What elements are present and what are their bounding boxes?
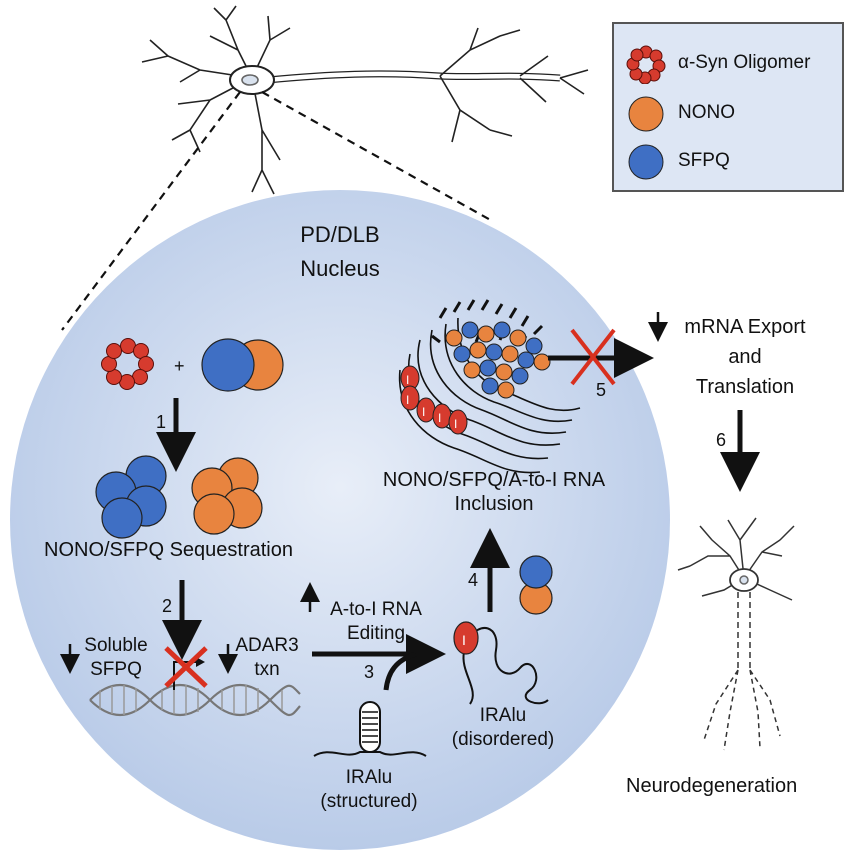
label-adar3-line1: ADAR3 xyxy=(235,635,299,656)
zoom-line-right xyxy=(261,91,495,223)
legend-box: α-Syn Oligomer NONO SFPQ xyxy=(612,22,844,192)
legend-label-oligomer: α-Syn Oligomer xyxy=(678,52,811,73)
dna-helix-icon xyxy=(89,684,301,717)
nono-circle-icon xyxy=(628,96,664,132)
nucleus-title-line1: PD/DLB xyxy=(300,222,380,247)
arrow-step-3-branch xyxy=(383,651,417,691)
nono-sfpq-stack-icon xyxy=(519,555,553,615)
promoter-arrowhead xyxy=(196,657,205,667)
label-editing-line1: A-to-I RNA xyxy=(330,599,422,620)
zoom-line-left xyxy=(61,91,241,331)
oligomer-icon xyxy=(101,338,154,390)
label-inclusion: NONO/SFPQ/A-to-I RNA Inclusion xyxy=(356,468,632,516)
inosine-label: I xyxy=(454,417,458,431)
nono-sfpq-pair-icon xyxy=(201,338,284,392)
label-iralu-disordered-line1: IRAlu xyxy=(479,705,527,726)
label-mrna-line3: Translation xyxy=(695,376,795,398)
legend-item-oligomer: α-Syn Oligomer xyxy=(622,44,842,84)
step-number-3: 3 xyxy=(364,662,375,682)
sfpq-circle-icon xyxy=(628,144,664,180)
label-inclusion-line2: Inclusion xyxy=(454,493,534,515)
label-soluble-line1: Soluble xyxy=(84,635,148,656)
label-iralu-structured: IRAlu (structured) xyxy=(294,766,444,814)
legend-label-nono: NONO xyxy=(678,102,735,123)
label-soluble-line2: SFPQ xyxy=(90,659,142,680)
neuron-degenerating-icon xyxy=(677,517,795,751)
label-inclusion-line1: NONO/SFPQ/A-to-I RNA xyxy=(382,469,606,491)
sfpq-cluster-icon xyxy=(95,455,167,539)
inclusion-body-icon xyxy=(398,299,581,474)
neuron-healthy-icon xyxy=(141,5,589,195)
oligomer-icon xyxy=(626,45,666,84)
label-iralu-disordered-line2: (disordered) xyxy=(451,729,555,750)
label-iralu-structured-line1: IRAlu xyxy=(345,767,393,788)
label-adar3-line2: txn xyxy=(254,659,280,680)
label-mrna-line2: and xyxy=(728,346,762,368)
inhibition-cross-icon xyxy=(570,328,616,386)
iralu-disordered-icon xyxy=(462,627,549,705)
label-iralu-structured-line2: (structured) xyxy=(320,791,418,812)
label-mrna-line1: mRNA Export xyxy=(684,316,806,338)
label-editing: A-to-I RNA Editing xyxy=(316,598,436,646)
inosine-label: I xyxy=(422,405,426,419)
step-number-5: 5 xyxy=(596,380,607,400)
inosine-label: I xyxy=(462,632,466,648)
label-adar3-txn: ADAR3 txn xyxy=(232,634,302,682)
inhibition-cross-icon xyxy=(164,646,208,688)
inosine-marker xyxy=(453,621,479,655)
inosine-label: I xyxy=(406,373,410,387)
label-sequestration: NONO/SFPQ Sequestration xyxy=(44,539,293,561)
step-number-1: 1 xyxy=(156,412,167,432)
nucleus-title-line2: Nucleus xyxy=(300,256,380,281)
plus-sign: + xyxy=(174,356,185,376)
legend-item-sfpq: SFPQ xyxy=(622,142,842,182)
label-iralu-disordered: IRAlu (disordered) xyxy=(428,704,578,752)
step-number-2: 2 xyxy=(162,596,173,616)
nucleus-title: PD/DLB Nucleus xyxy=(270,218,410,286)
legend-label-sfpq: SFPQ xyxy=(678,150,730,171)
inosine-label: I xyxy=(438,411,442,425)
inosine-label: I xyxy=(406,393,410,407)
label-editing-line2: Editing xyxy=(346,623,406,644)
nono-cluster-icon xyxy=(191,457,263,535)
label-soluble-sfpq: Soluble SFPQ xyxy=(76,634,156,682)
label-mrna-export: mRNA Export and Translation xyxy=(660,312,830,402)
step-number-4: 4 xyxy=(468,570,479,590)
legend-item-nono: NONO xyxy=(622,94,842,134)
label-neurodegeneration: Neurodegeneration xyxy=(626,775,798,797)
step-number-6: 6 xyxy=(716,430,727,450)
iralu-structured-icon xyxy=(313,701,427,757)
